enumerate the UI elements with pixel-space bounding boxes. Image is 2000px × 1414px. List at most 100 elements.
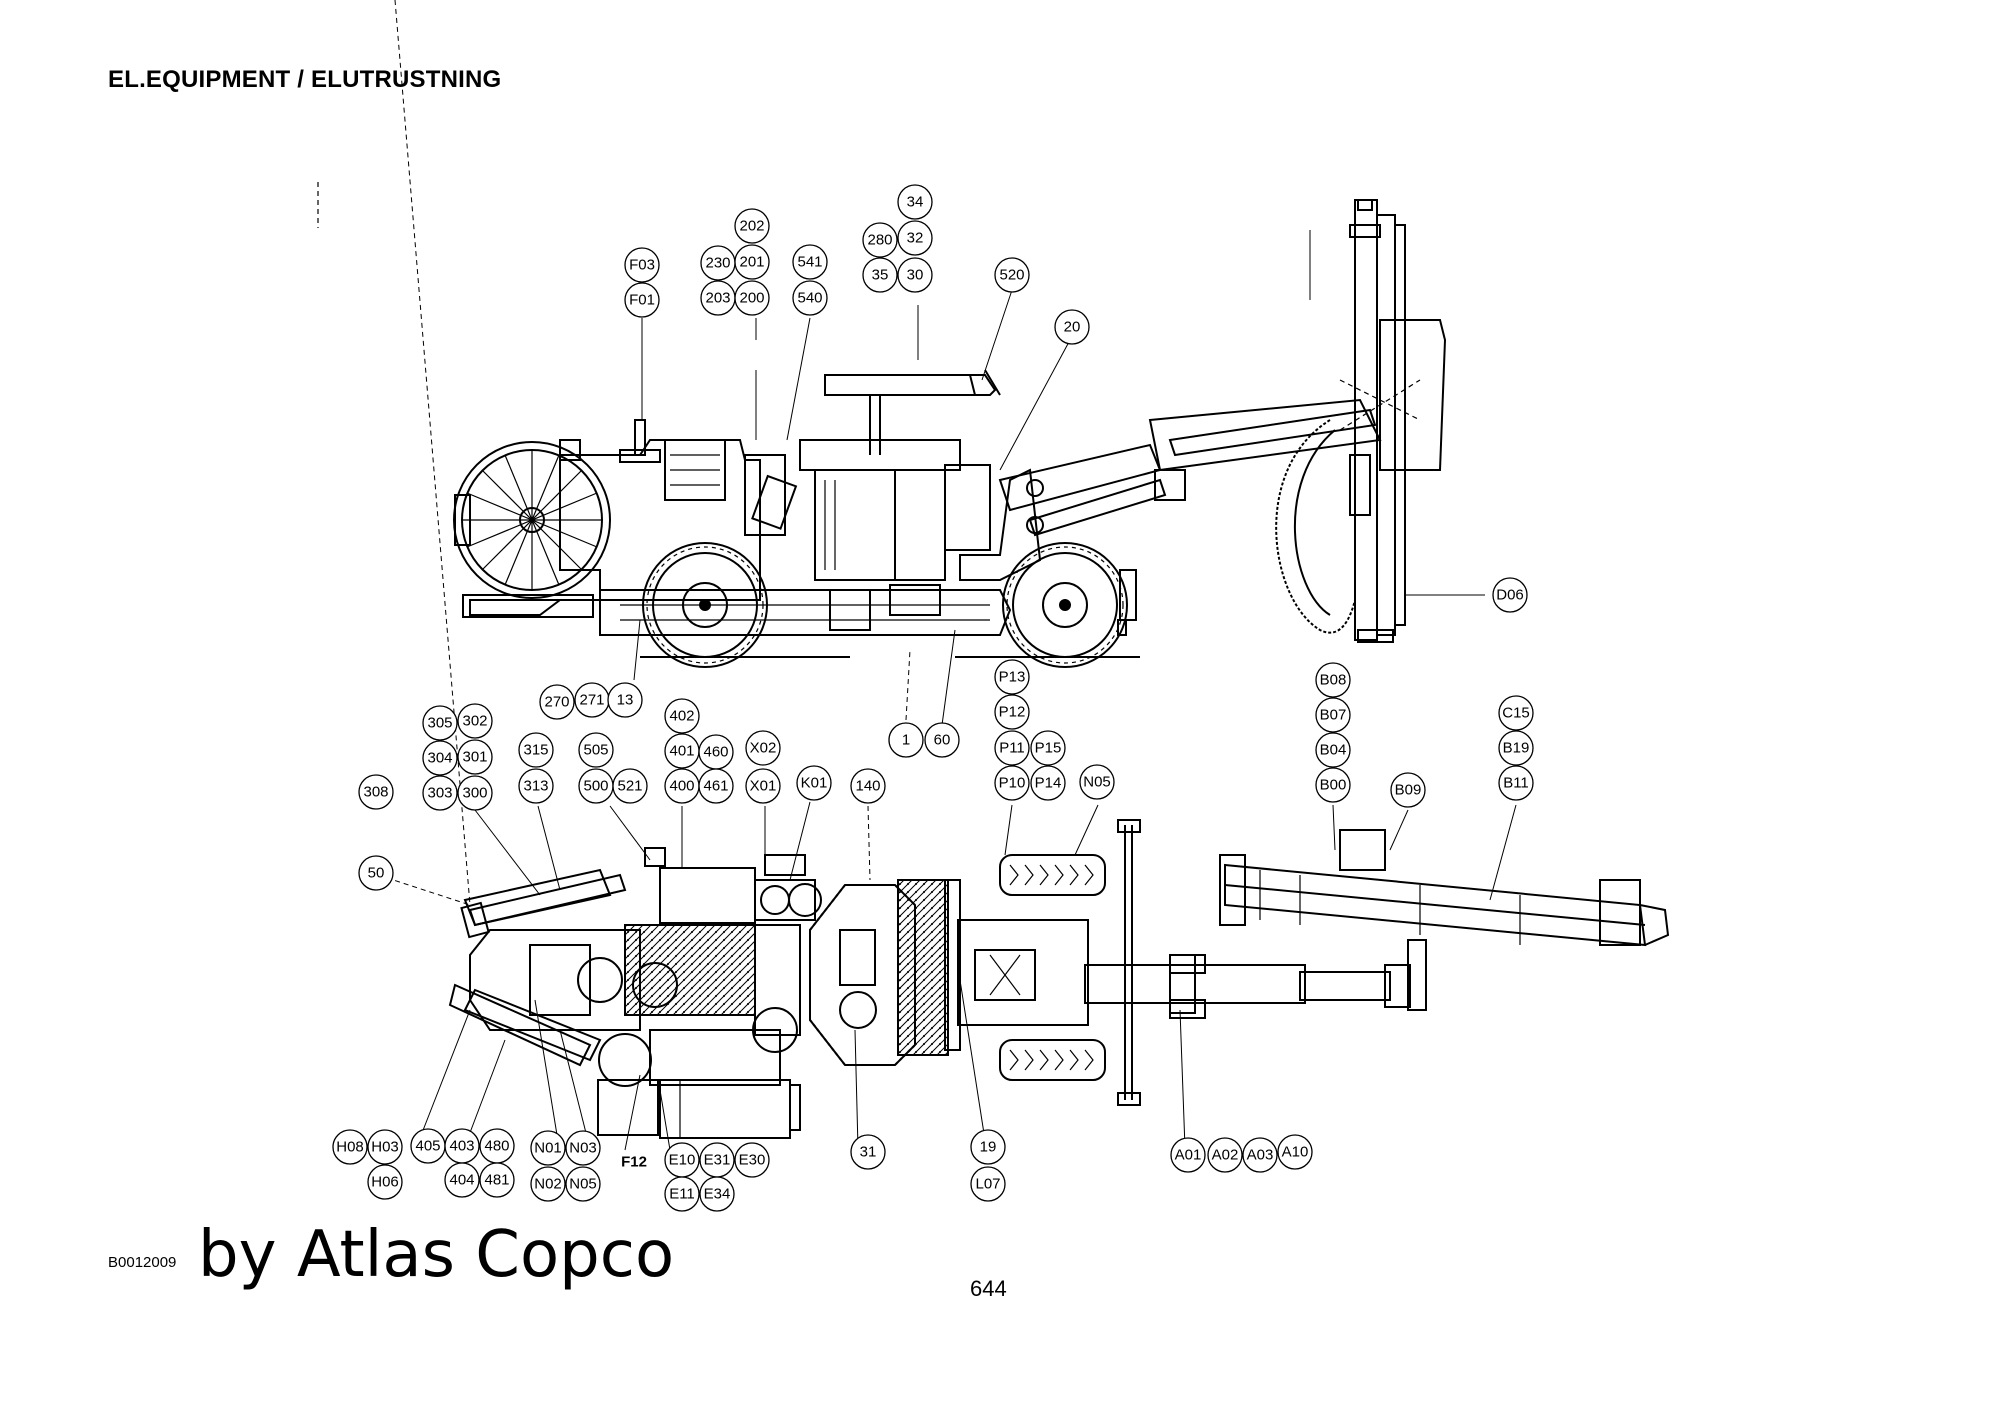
callout-label: P13 xyxy=(999,669,1026,686)
callout-label: B08 xyxy=(1320,672,1347,689)
callout-b11: B11 xyxy=(1498,765,1534,801)
page-title: EL.EQUIPMENT / ELUTRUSTNING xyxy=(108,66,502,93)
callout-label: N05 xyxy=(1083,774,1111,791)
callout-405: 405 xyxy=(410,1128,446,1164)
cable-reel xyxy=(453,441,611,599)
callout-label: E34 xyxy=(704,1186,731,1203)
callout-b04: B04 xyxy=(1315,732,1351,768)
callout-label: 400 xyxy=(669,778,694,795)
page-number: 644 xyxy=(970,1276,1007,1301)
callout-label: 540 xyxy=(797,290,822,307)
callout-label: 302 xyxy=(462,713,487,730)
callout-20: 20 xyxy=(1054,309,1090,345)
callout-label: 30 xyxy=(907,267,924,284)
callout-280: 280 xyxy=(862,222,898,258)
callout-b07: B07 xyxy=(1315,697,1351,733)
callout-p10: P10 xyxy=(994,765,1030,801)
callout-label: 19 xyxy=(980,1139,997,1156)
callout-302: 302 xyxy=(457,703,493,739)
front-wheels-top xyxy=(999,819,1141,1106)
callout-481: 481 xyxy=(479,1162,515,1198)
callout-n05: N05 xyxy=(1079,764,1115,800)
callout-n03: N03 xyxy=(565,1130,601,1166)
callout-label: N02 xyxy=(534,1176,562,1193)
callout-541: 541 xyxy=(792,244,828,280)
callout-label: 505 xyxy=(583,742,608,759)
callout-label: 301 xyxy=(462,749,487,766)
callout-d06: D06 xyxy=(1492,577,1528,613)
callout-label: A03 xyxy=(1247,1147,1274,1164)
callout-270: 270 xyxy=(539,684,575,720)
byline: by Atlas Copco xyxy=(198,1218,675,1292)
callout-label: 60 xyxy=(934,732,951,749)
callout-label: 32 xyxy=(907,230,924,247)
callout-f12: F12 xyxy=(621,1154,647,1171)
callout-label: B11 xyxy=(1503,775,1529,792)
callout-c15: C15 xyxy=(1498,695,1534,731)
callout-140: 140 xyxy=(850,768,886,804)
callout-label: P10 xyxy=(999,775,1026,792)
callout-200: 200 xyxy=(734,280,770,316)
callout-label: 401 xyxy=(669,743,694,760)
callout-500: 500 xyxy=(578,768,614,804)
callout-label: 303 xyxy=(427,785,452,802)
callout-230: 230 xyxy=(700,245,736,281)
callout-k01: K01 xyxy=(796,765,832,801)
callout-300: 300 xyxy=(457,775,493,811)
front-wheel xyxy=(1002,542,1128,668)
callout-p15: P15 xyxy=(1030,730,1066,766)
callout-404: 404 xyxy=(444,1162,480,1198)
callout-label: C15 xyxy=(1502,705,1530,722)
document-code: B0012009 xyxy=(108,1254,177,1271)
callout-label: 31 xyxy=(860,1144,877,1161)
leader-lines xyxy=(377,0,1517,1151)
callout-31: 31 xyxy=(850,1134,886,1170)
callout-label: 461 xyxy=(703,778,728,795)
callout-x02: X02 xyxy=(745,730,781,766)
callout-label: 315 xyxy=(523,742,548,759)
callout-label: 460 xyxy=(703,744,728,761)
callout-label: E30 xyxy=(739,1152,766,1169)
callout-a02: A02 xyxy=(1207,1137,1243,1173)
callout-505: 505 xyxy=(578,732,614,768)
callout-label: 20 xyxy=(1064,319,1081,336)
callout-label: F01 xyxy=(629,292,655,309)
rear-wheel xyxy=(642,542,768,668)
callout-f03: F03 xyxy=(624,247,660,283)
callout-label: P11 xyxy=(999,740,1025,757)
callout-400: 400 xyxy=(664,768,700,804)
callout-label: 230 xyxy=(705,255,730,272)
callout-e11: E11 xyxy=(664,1176,700,1212)
callout-60: 60 xyxy=(924,722,960,758)
callout-304: 304 xyxy=(422,740,458,776)
callout-label: B07 xyxy=(1320,707,1347,724)
callout-label: B04 xyxy=(1320,742,1347,759)
callout-30: 30 xyxy=(897,257,933,293)
callout-label: 521 xyxy=(617,778,642,795)
callout-label: B19 xyxy=(1503,740,1530,757)
callout-label: F03 xyxy=(629,257,655,274)
callout-401: 401 xyxy=(664,733,700,769)
callout-label: 203 xyxy=(705,290,730,307)
callout-l07: L07 xyxy=(970,1166,1006,1202)
callout-315: 315 xyxy=(518,732,554,768)
callout-label: 308 xyxy=(363,784,388,801)
callout-a10: A10 xyxy=(1277,1134,1313,1170)
callout-35: 35 xyxy=(862,257,898,293)
callout-label: 13 xyxy=(617,692,634,709)
callout-label: X01 xyxy=(750,778,777,795)
callout-label: 300 xyxy=(462,785,487,802)
callout-label: 305 xyxy=(427,715,452,732)
callout-label: P12 xyxy=(999,704,1026,721)
callout-label: P14 xyxy=(1035,775,1062,792)
callout-403: 403 xyxy=(444,1128,480,1164)
callout-label: 34 xyxy=(907,194,924,211)
callout-e31: E31 xyxy=(699,1142,735,1178)
callout-313: 313 xyxy=(518,768,554,804)
callout-h06: H06 xyxy=(367,1164,403,1200)
callout-label: B09 xyxy=(1395,782,1422,799)
callout-label: A02 xyxy=(1212,1147,1239,1164)
callout-label: H06 xyxy=(371,1174,399,1191)
feeder-top-view xyxy=(1219,829,1670,947)
